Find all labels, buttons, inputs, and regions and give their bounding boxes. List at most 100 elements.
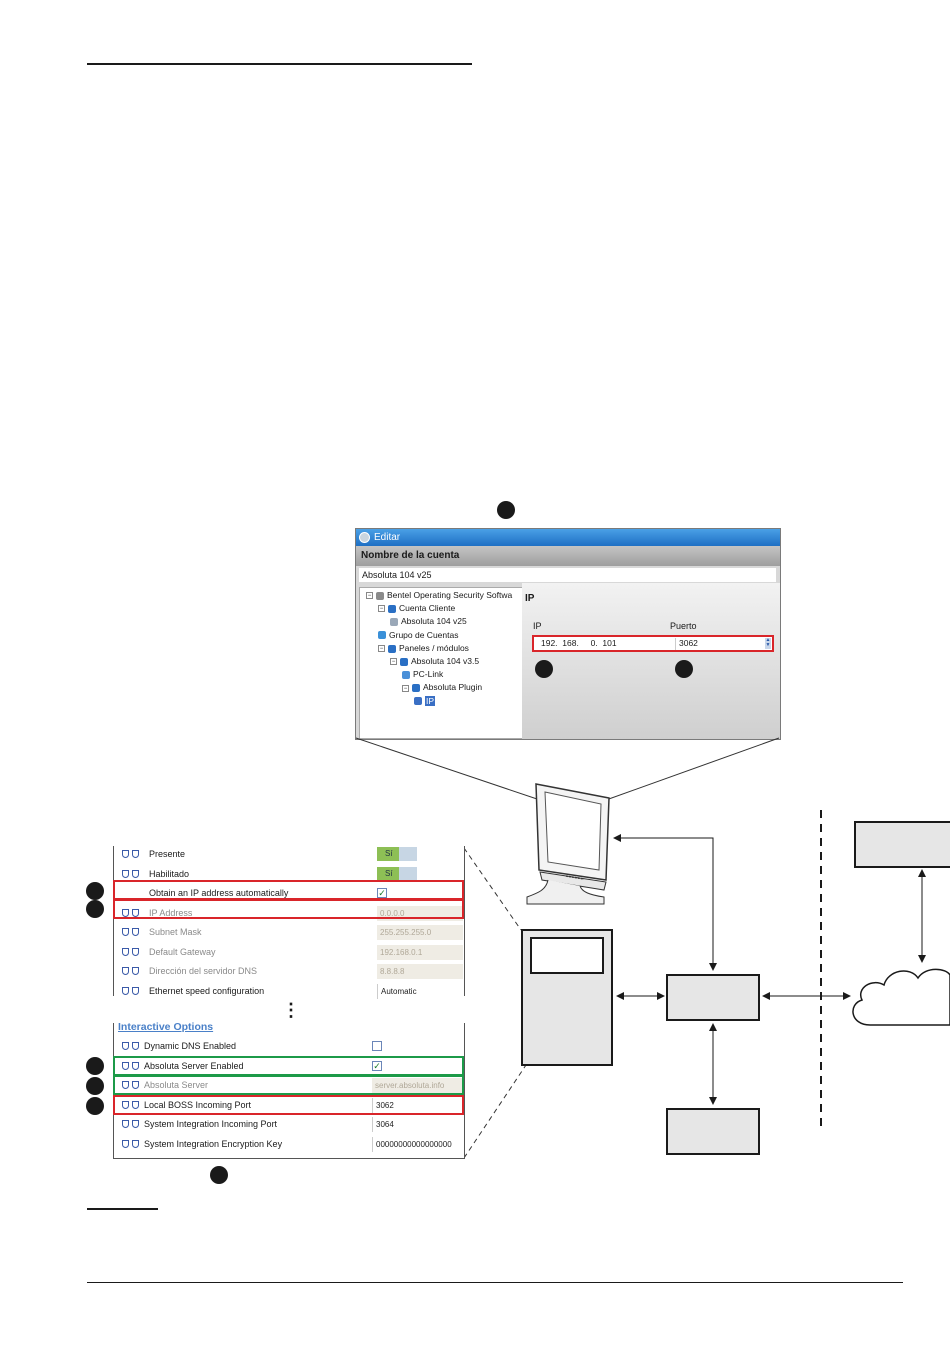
yes-toggle[interactable]: Sí <box>377 866 417 881</box>
ip-address-input[interactable]: 192. 168. 0. 101 <box>541 638 617 648</box>
boss-port-highlight <box>113 1095 464 1115</box>
checked-checkbox[interactable]: ✓ <box>372 1060 382 1071</box>
shield-icon <box>122 1139 129 1148</box>
shield-icon <box>132 1061 139 1070</box>
server-enabled-marker <box>86 1057 104 1075</box>
edit-window: Editar Nombre de la cuenta Absoluta 104 … <box>355 528 781 740</box>
shield-icon <box>122 1081 129 1089</box>
control-panel-display <box>530 937 604 974</box>
shield-icon <box>122 1061 129 1070</box>
tree-item[interactable]: −Bentel Operating Security Softwa <box>366 590 512 601</box>
ip-settings-pane: IP IP Puerto <box>522 583 780 739</box>
zoom-line-right <box>605 737 780 801</box>
settings-callout-marker <box>210 1166 228 1184</box>
ip-address-marker <box>86 900 104 918</box>
settings-row: Ethernet speed configuration Automatic <box>114 982 464 1001</box>
shield-icon <box>132 986 139 995</box>
port-input[interactable]: 3062 <box>675 638 769 650</box>
server-box <box>854 821 950 868</box>
tree-expander-icon[interactable]: − <box>390 658 397 666</box>
tree-item-label: Absoluta 104 v25 <box>401 616 467 627</box>
module-icon <box>388 644 396 653</box>
checkbox[interactable] <box>372 1041 382 1051</box>
auto-ip-highlight <box>113 880 464 900</box>
tree-item-label: Absoluta Plugin <box>423 682 483 693</box>
shield-icon <box>132 1100 139 1109</box>
tree-item[interactable]: − Absoluta Plugin <box>402 682 482 693</box>
setting-value-input[interactable]: server.absoluta.info <box>372 1078 463 1093</box>
setting-value-input[interactable]: 0.0.0.0 <box>377 905 463 921</box>
setting-value-input[interactable]: 8.8.8.8 <box>377 964 463 979</box>
setting-label: Habilitado <box>149 868 190 879</box>
boss-port-marker <box>86 1097 104 1115</box>
tree-expander-icon[interactable]: − <box>366 592 373 600</box>
tree-item[interactable]: −Absoluta 104 v3.5 <box>390 656 479 667</box>
shield-icon <box>376 591 384 600</box>
note-underline <box>87 1208 158 1210</box>
panel-icon <box>390 618 398 627</box>
tree-expander-icon[interactable]: − <box>378 605 385 613</box>
tree-item[interactable]: −Cuenta Cliente <box>378 603 455 614</box>
setting-label: IP Address <box>149 907 193 918</box>
setting-label: Dirección del servidor DNS <box>149 966 258 976</box>
ip-icon <box>414 697 422 706</box>
setting-label: Ethernet speed configuration <box>149 985 265 996</box>
setting-value-input[interactable]: Automatic <box>377 983 463 999</box>
account-name-label: Nombre de la cuenta <box>361 550 460 561</box>
ip-address-highlight <box>113 899 464 919</box>
tree-item-label: IP <box>425 695 436 706</box>
shield-icon <box>132 850 139 858</box>
port-callout-marker <box>675 660 693 678</box>
tree-item[interactable]: Grupo de Cuentas <box>378 630 458 641</box>
app-icon <box>359 532 370 543</box>
setting-value-input[interactable]: 00000000000000000 <box>372 1136 463 1152</box>
port-label: Puerto <box>670 621 697 631</box>
tree-expander-icon[interactable]: − <box>402 684 409 692</box>
yes-toggle[interactable]: Sí <box>377 847 417 861</box>
settings-row: Dynamic DNS Enabled <box>114 1037 464 1056</box>
setting-label: Absoluta Server <box>144 1080 209 1090</box>
setting-label: System Integration Incoming Port <box>144 1119 278 1129</box>
shield-icon <box>122 1042 129 1050</box>
account-name-input[interactable]: Absoluta 104 v25 <box>359 568 776 582</box>
tree-item[interactable]: IP <box>414 695 436 707</box>
tree-item-label: PC-Link <box>413 669 444 680</box>
tree-item-label: Paneles / módulos <box>399 642 469 653</box>
tree-expander-icon[interactable]: − <box>378 645 385 653</box>
shield-icon <box>122 908 129 917</box>
checked-checkbox[interactable]: ✓ <box>377 888 387 898</box>
arrow-monitor-router <box>613 834 717 971</box>
zoom-line-left <box>355 737 541 801</box>
setting-value-input[interactable]: 3064 <box>372 1117 463 1132</box>
tree-item[interactable]: − Paneles / módulos <box>378 643 469 654</box>
shield-icon <box>132 908 139 917</box>
shield-icon <box>122 1120 129 1128</box>
absoluta-server-highlight <box>113 1075 464 1095</box>
setting-value-input[interactable]: 255.255.255.0 <box>377 925 463 940</box>
setting-label: Presente <box>149 849 186 859</box>
shield-icon <box>132 947 139 956</box>
shield-icon <box>122 1100 129 1109</box>
tree-item-label: Grupo de Cuentas <box>389 629 459 640</box>
setting-value-input[interactable]: 192.168.0.1 <box>377 944 463 960</box>
plugin-icon <box>412 684 420 693</box>
setting-label: Subnet Mask <box>149 927 202 937</box>
settings-row: Absoluta Server Enabled ✓ <box>114 1057 464 1076</box>
setting-label: Default Gateway <box>149 946 216 957</box>
port-spinner-icon[interactable]: ▲▼ <box>765 637 771 649</box>
ip-pane-title: IP <box>525 593 535 604</box>
window-titlebar: Editar <box>356 529 780 546</box>
setting-label: Obtain an IP address automatically <box>149 888 289 898</box>
shield-icon <box>132 869 139 878</box>
heading-underline <box>87 63 472 65</box>
setting-value-input[interactable]: 3062 <box>372 1097 463 1113</box>
tree-item[interactable]: Absoluta 104 v25 <box>390 616 467 627</box>
settings-row: Obtain an IP address automatically ✓ <box>114 884 464 903</box>
interactive-options-title[interactable]: Interactive Options <box>118 1021 214 1033</box>
settings-row: IP Address 0.0.0.0 <box>114 904 464 923</box>
setting-label: Absoluta Server Enabled <box>144 1060 244 1071</box>
tree-item[interactable]: PC-Link <box>402 669 443 680</box>
